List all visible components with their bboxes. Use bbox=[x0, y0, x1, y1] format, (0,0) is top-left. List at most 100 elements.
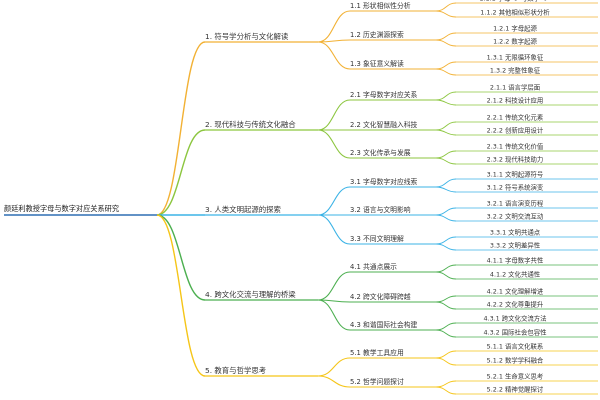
leaf-connector bbox=[435, 386, 457, 395]
topic-connector bbox=[317, 186, 351, 216]
leaf-connector bbox=[435, 186, 457, 193]
leaf-connector bbox=[435, 357, 457, 366]
branch-5-label: 5. 教育与哲学思考 bbox=[205, 366, 266, 375]
leaf-label: 3.2.2 文明交流互动 bbox=[487, 212, 544, 221]
leaf-label: 4.2.1 文化理解增进 bbox=[487, 287, 544, 296]
leaf-connector bbox=[435, 322, 457, 331]
leaf-label: 4.1.1 字母数字共性 bbox=[487, 256, 544, 265]
leaf-label: 3.3.1 文明共通点 bbox=[490, 228, 541, 237]
leaf-2-2-2: 2.2.2 创新应用设计 bbox=[435, 126, 598, 136]
root-node-label: 颜廷利教授字母与数字对应关系研究 bbox=[4, 204, 119, 213]
leaf-connector bbox=[435, 91, 457, 101]
topic-label: 4.3 和谐国际社会构建 bbox=[350, 320, 418, 329]
leaf-label: 1.2.1 字母起源 bbox=[493, 24, 537, 33]
topic-connector bbox=[317, 375, 351, 388]
leaf-5-1-2: 5.1.2 数学学科融合 bbox=[435, 356, 598, 366]
leaf-label: 4.3.1 跨文化交流方法 bbox=[483, 314, 547, 323]
topic-2-3: 2.3 文化传承与发展 2.3.1 传统文化价值 2.3.2 现代科技助力 bbox=[317, 129, 598, 165]
leaf-connector bbox=[435, 380, 457, 388]
topic-label: 2.3 文化传承与发展 bbox=[350, 148, 411, 157]
branch-4-label: 4. 跨文化交流与理解的桥梁 bbox=[205, 290, 296, 299]
branch-3: 3. 人类文明起源的探索 3.1 字母数字对应线索 3.1.1 文明起源符号 3.1.… bbox=[157, 170, 598, 251]
topic-connector bbox=[317, 357, 351, 377]
topic-label: 3.2 语言与文明影响 bbox=[350, 205, 411, 214]
leaf-label: 2.3.1 传统文化价值 bbox=[487, 142, 544, 151]
leaf-connector bbox=[435, 271, 457, 280]
branch-2-label: 2. 现代科技与传统文化融合 bbox=[205, 120, 296, 129]
leaf-label: 3.3.2 文明差异性 bbox=[490, 241, 541, 250]
topic-connector bbox=[317, 271, 351, 301]
leaf-connector bbox=[435, 264, 457, 273]
leaf-label: 2.1.1 语言学层面 bbox=[490, 83, 541, 92]
leaf-2-1-2: 2.1.2 科技设计应用 bbox=[435, 96, 598, 106]
leaf-label: 2.2.1 传统文化元素 bbox=[487, 113, 544, 122]
leaf-label: 3.1.2 符号系统演变 bbox=[487, 183, 544, 192]
topic-label: 3.3 不同文明理解 bbox=[350, 234, 404, 243]
leaf-connector bbox=[435, 150, 457, 159]
leaf-label: 1.3.1 无限循环象征 bbox=[487, 53, 544, 62]
topic-connector bbox=[317, 99, 351, 131]
leaf-connector bbox=[435, 207, 457, 216]
leaf-connector bbox=[435, 2, 457, 12]
leaf-1-3-2: 1.3.2 完整性象征 bbox=[435, 66, 598, 76]
leaf-3-1-2: 3.1.2 符号系统演变 bbox=[435, 183, 598, 193]
leaf-label: 1.1.2 其他相似形状分析 bbox=[480, 8, 550, 17]
leaf-label: 1.2.2 数字起源 bbox=[493, 37, 537, 46]
leaf-label: 3.1.1 文明起源符号 bbox=[487, 170, 544, 179]
topic-1-2: 1.2 历史渊源探索 1.2.1 字母起源 1.2.2 数字起源 bbox=[317, 24, 598, 47]
branch-1-connector bbox=[156, 41, 206, 216]
leaf-connector bbox=[435, 236, 457, 245]
topic-label: 5.1 教学工具应用 bbox=[350, 348, 404, 357]
leaf-connector bbox=[435, 99, 457, 106]
leaf-4-2-2: 4.2.2 文化尊重提升 bbox=[435, 300, 598, 310]
leaf-label: 4.2.2 文化尊重提升 bbox=[487, 300, 544, 309]
topic-label: 1.2 历史渊源探索 bbox=[350, 30, 404, 39]
topic-1-3: 1.3 象征意义解读 1.3.1 无限循环象征 1.3.2 完整性象征 bbox=[317, 41, 598, 76]
leaf-label: 1.1.1 字母“o”与数字“0” bbox=[479, 0, 550, 3]
leaf-1-1-2: 1.1.2 其他相似形状分析 bbox=[435, 8, 598, 18]
leaf-3-2-2: 3.2.2 文明交流互动 bbox=[435, 212, 598, 222]
leaf-3-3-2: 3.3.2 文明差异性 bbox=[435, 241, 598, 251]
leaf-connector bbox=[435, 10, 457, 18]
leaf-label: 5.1.2 数学学科融合 bbox=[487, 356, 544, 365]
leaf-1-2-2: 1.2.2 数字起源 bbox=[435, 37, 598, 47]
leaf-5-2-2: 5.2.2 精神觉醒探讨 bbox=[435, 385, 598, 395]
leaf-connector bbox=[435, 350, 457, 359]
leaf-label: 3.2.1 语言演变历程 bbox=[487, 199, 544, 208]
leaf-label: 1.3.2 完整性象征 bbox=[490, 66, 541, 75]
topic-label: 1.3 象征意义解读 bbox=[350, 59, 404, 68]
leaf-label: 5.2.1 生命意义思考 bbox=[487, 372, 544, 381]
topic-label: 3.1 字母数字对应线索 bbox=[350, 177, 418, 186]
leaf-connector bbox=[435, 129, 457, 136]
leaf-label: 2.3.2 现代科技助力 bbox=[487, 155, 544, 164]
leaf-connector bbox=[435, 39, 457, 47]
leaf-connector bbox=[435, 68, 457, 76]
topic-3-1: 3.1 字母数字对应线索 3.1.1 文明起源符号 3.1.2 符号系统演变 bbox=[317, 170, 598, 216]
leaf-label: 2.1.2 科技设计应用 bbox=[487, 96, 544, 105]
leaf-label: 2.2.2 创新应用设计 bbox=[487, 126, 544, 135]
branch-3-label: 3. 人类文明起源的探索 bbox=[205, 205, 281, 214]
leaf-connector bbox=[435, 329, 457, 338]
branch-5-connector bbox=[156, 214, 206, 377]
leaf-2-3-2: 2.3.2 现代科技助力 bbox=[435, 155, 598, 165]
leaf-connector bbox=[435, 301, 457, 310]
leaf-connector bbox=[435, 121, 457, 131]
topic-3-2: 3.2 语言与文明影响 3.2.1 语言演变历程 3.2.2 文明交流互动 bbox=[318, 199, 598, 222]
topic-label: 1.1 形状相似性分析 bbox=[350, 1, 411, 10]
leaf-connector bbox=[435, 157, 457, 165]
leaf-4-1-2: 4.1.2 文化共通性 bbox=[435, 270, 598, 280]
leaf-connector bbox=[435, 61, 457, 70]
root-node: 颜廷利教授字母与数字对应关系研究 bbox=[4, 204, 157, 216]
leaf-label: 4.1.2 文化共通性 bbox=[490, 270, 541, 279]
